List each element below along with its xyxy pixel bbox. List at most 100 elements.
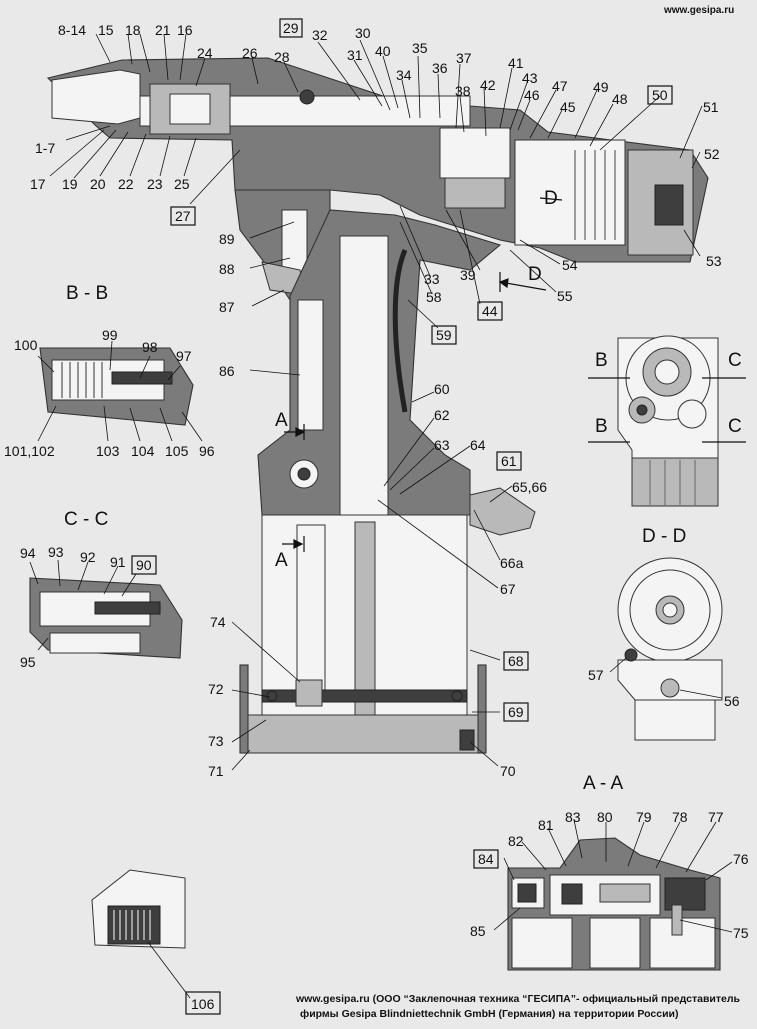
cylinder-wall-right <box>477 664 487 754</box>
screw-70 <box>459 729 475 751</box>
label-76: 76 <box>733 851 749 867</box>
marker-a-upper: A <box>275 410 288 431</box>
section-title-cc: C - C <box>64 509 108 530</box>
label-60: 60 <box>434 381 450 397</box>
label-88: 88 <box>219 261 235 277</box>
label-87: 87 <box>219 299 235 315</box>
label-25: 25 <box>174 176 190 192</box>
label-100: 100 <box>14 337 38 353</box>
part-106-drawing <box>91 869 186 949</box>
label-boxes <box>131 18 673 1015</box>
section-bb-drawing <box>39 347 194 426</box>
label-89: 89 <box>219 231 235 247</box>
label-82: 82 <box>508 833 524 849</box>
label-104: 104 <box>131 443 155 459</box>
footer-line-2: фирмы Gesipa Blindniettechnik GmbH (Герм… <box>300 1008 678 1020</box>
label-43: 43 <box>522 70 538 86</box>
label-93: 93 <box>48 544 64 560</box>
label-55: 55 <box>557 288 573 304</box>
label-35: 35 <box>412 40 428 56</box>
label-101-102: 101,102 <box>4 443 55 459</box>
valve-ball-core <box>297 467 311 481</box>
label-99: 99 <box>102 327 118 343</box>
label-1-7: 1-7 <box>35 140 55 156</box>
label-90: 90 <box>136 557 152 573</box>
label-54: 54 <box>562 257 578 273</box>
label-49: 49 <box>593 79 609 95</box>
label-62: 62 <box>434 407 450 423</box>
label-40: 40 <box>375 43 391 59</box>
section-aa-drawing <box>507 837 721 971</box>
label-72: 72 <box>208 681 224 697</box>
marker-d-inner: D <box>544 188 558 209</box>
marker-d: D <box>528 264 542 285</box>
label-80: 80 <box>597 809 613 825</box>
header-url: www.gesipa.ru <box>663 5 734 16</box>
label-44: 44 <box>482 303 498 319</box>
label-24: 24 <box>197 45 213 61</box>
jaws <box>169 93 211 125</box>
cylinder-wall-left <box>239 664 249 754</box>
oil-tube <box>339 235 389 527</box>
label-52: 52 <box>704 146 720 162</box>
label-68: 68 <box>508 653 524 669</box>
label-63: 63 <box>434 437 450 453</box>
motor-housing <box>514 139 626 246</box>
label-32: 32 <box>312 27 328 43</box>
label-50: 50 <box>652 87 668 103</box>
section-title-dd: D - D <box>642 526 686 547</box>
valve-block <box>439 127 511 179</box>
label-33: 33 <box>424 271 440 287</box>
label-96: 96 <box>199 443 215 459</box>
hose-59 <box>392 249 408 413</box>
marker-c-upper: C <box>728 350 742 371</box>
label-34: 34 <box>396 67 412 83</box>
label-59: 59 <box>436 327 452 343</box>
marker-a-lower: A <box>275 550 288 571</box>
label-29: 29 <box>283 20 299 36</box>
section-arrows <box>282 197 563 552</box>
bleed-valve-74 <box>295 679 323 707</box>
label-57: 57 <box>588 667 604 683</box>
valve-seat <box>444 177 506 209</box>
label-48: 48 <box>612 91 628 107</box>
label-95: 95 <box>20 654 36 670</box>
label-28: 28 <box>274 49 290 65</box>
label-86: 86 <box>219 363 235 379</box>
label-84: 84 <box>478 851 494 867</box>
main-tool-section <box>46 57 709 754</box>
label-39: 39 <box>460 267 476 283</box>
end-cap-insert <box>654 184 684 226</box>
label-69: 69 <box>508 704 524 720</box>
label-71: 71 <box>208 763 224 779</box>
air-fitting <box>469 487 536 536</box>
label-19: 19 <box>62 176 78 192</box>
label-94: 94 <box>20 545 36 561</box>
label-106: 106 <box>191 996 215 1012</box>
pulling-rod <box>51 69 141 125</box>
label-103: 103 <box>96 443 120 459</box>
label-41: 41 <box>508 55 524 71</box>
label-15: 15 <box>98 22 114 38</box>
cylinder-piston <box>261 689 468 703</box>
label-26: 26 <box>242 45 258 61</box>
cylinder-piston-rod <box>354 521 376 718</box>
label-58: 58 <box>426 289 442 305</box>
label-53: 53 <box>706 253 722 269</box>
label-65-66: 65,66 <box>512 479 547 495</box>
label-36: 36 <box>432 60 448 76</box>
section-title-aa: A - A <box>583 773 623 794</box>
footer-line-1: www.gesipa.ru (ООО “Заклепочная техника … <box>295 993 741 1005</box>
label-74: 74 <box>210 614 226 630</box>
marker-c-lower: C <box>728 416 742 437</box>
cylinder-sleeve <box>296 524 326 696</box>
label-77: 77 <box>708 809 724 825</box>
label-8-14: 8-14 <box>58 22 86 38</box>
label-79: 79 <box>636 809 652 825</box>
label-22: 22 <box>118 176 134 192</box>
label-16: 16 <box>177 22 193 38</box>
label-42: 42 <box>480 77 496 93</box>
base-cover <box>247 714 479 754</box>
label-17: 17 <box>30 176 46 192</box>
